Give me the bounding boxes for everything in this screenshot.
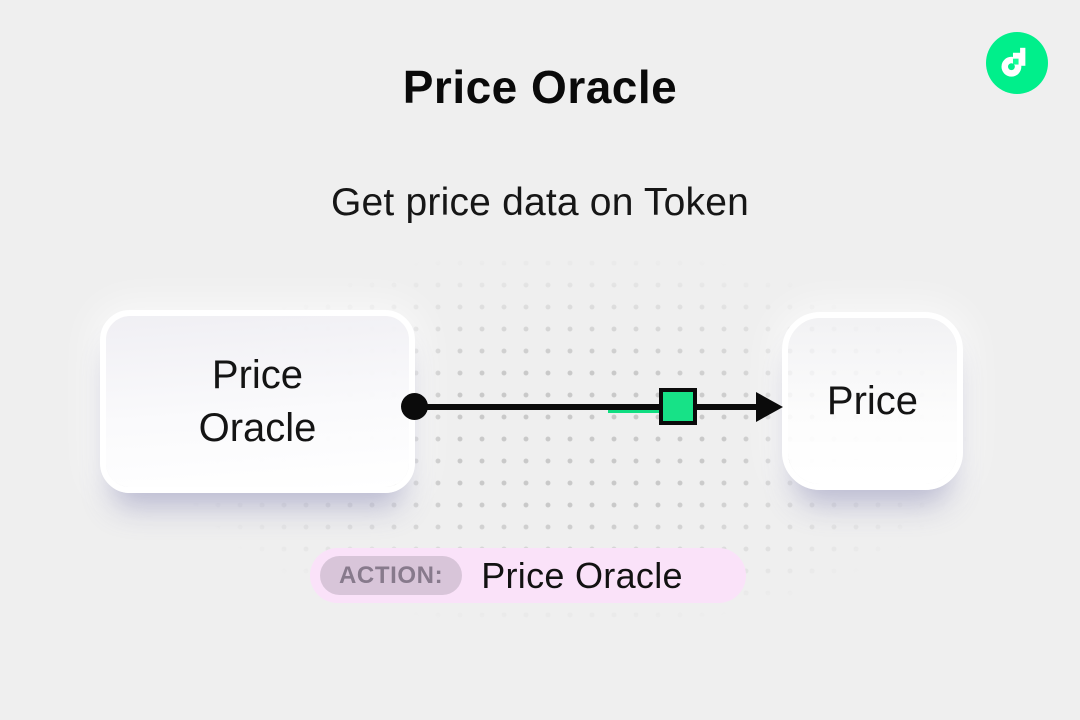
connector-green-segment bbox=[608, 408, 662, 413]
diagram-node-price: Price bbox=[782, 312, 963, 490]
flow-logo-svg bbox=[986, 32, 1048, 94]
action-badge-value: Price Oracle bbox=[481, 554, 683, 596]
page-subtitle: Get price data on Token bbox=[331, 181, 749, 224]
node-label-line1: Price bbox=[211, 352, 304, 397]
page-title: Price Oracle bbox=[402, 61, 678, 113]
node-label: Price bbox=[826, 379, 919, 423]
connector-line bbox=[415, 404, 757, 410]
diagram-node-price-oracle: Price Oracle bbox=[100, 310, 415, 493]
action-badge: ACTION: Price Oracle bbox=[310, 548, 746, 603]
flow-logo-icon bbox=[986, 32, 1048, 94]
action-badge-label: ACTION: bbox=[320, 556, 463, 595]
connector-midpoint-square bbox=[659, 388, 697, 425]
node-label-line2: Oracle bbox=[198, 405, 317, 450]
connector-arrowhead-icon bbox=[756, 392, 783, 422]
node-label: Price Oracle bbox=[199, 349, 317, 455]
